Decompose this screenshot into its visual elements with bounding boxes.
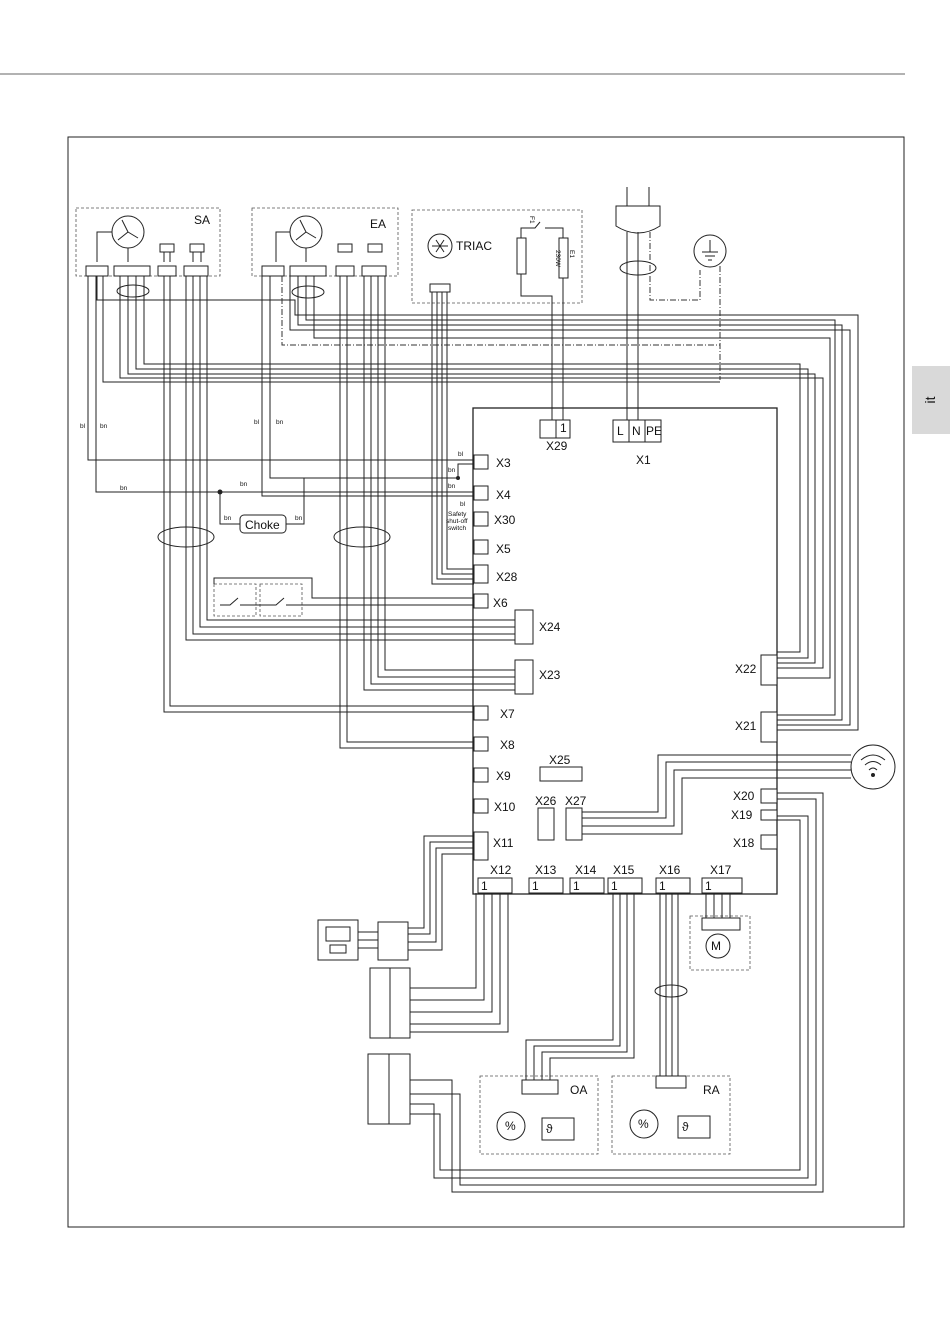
wire-bl-3: bl [458,451,464,458]
x1-l: L [617,424,624,438]
ra-sensor: % ϑ RA [612,893,730,1154]
f1-label: F1 [528,216,535,224]
e1-label: E1 [568,250,575,258]
x25-label: X25 [549,753,571,767]
x12-terminal-block [370,893,508,1038]
wire-bn-6: bn [295,515,303,522]
x12-label: X12 [490,863,512,877]
x30-label: X30 [494,513,516,527]
mains-plug [616,187,726,420]
x19-label: X19 [731,808,753,822]
safety-line-2: shut-off [446,518,468,525]
x1-label: X1 [636,453,651,467]
control-panel [318,836,474,960]
x4-label: X4 [496,488,511,502]
wire-bn-8: bn [448,483,456,490]
ra-temp-symbol: ϑ [682,1120,689,1134]
wire-bl-1: bl [80,423,86,430]
wifi-icon [851,745,895,789]
x9-label: X9 [496,769,511,783]
wire-bn-2: bn [276,419,284,426]
triac-x28-wiring [432,292,474,584]
x13-label: X13 [535,863,557,877]
wire-bn-3: bn [120,485,128,492]
ra-humidity-symbol: % [638,1117,649,1131]
x1-pe: PE [646,424,662,438]
x8-label: X8 [500,738,515,752]
x5-label: X5 [496,542,511,556]
x13-pin: 1 [532,879,539,893]
wire-bn-7: bn [448,467,456,474]
x3-label: X3 [496,456,511,470]
x16-pin: 1 [659,879,666,893]
safety-line-1: Safety [448,511,467,518]
x17-pin: 1 [705,879,712,893]
ea-label: EA [370,217,386,231]
lower-terminal-block [368,1054,410,1124]
choke-label: Choke [245,518,280,532]
x26-label: X26 [535,794,557,808]
sa-label: SA [194,213,210,227]
safety-line-3: switch [448,525,466,532]
x15-label: X15 [613,863,635,877]
x28-label: X28 [496,570,518,584]
oa-temp-symbol: ϑ [546,1122,553,1136]
sa-fan-unit: SA [76,208,220,297]
x7-label: X7 [500,707,515,721]
language-tab-label: it [922,396,938,403]
motor-label: M [711,939,721,953]
wire-bl-2: bl [254,419,260,426]
x16-label: X16 [659,863,681,877]
wire-bn-1: bn [100,423,108,430]
wire-bn-5: bn [224,515,232,522]
triac-label: TRIAC [456,239,492,253]
x6-label: X6 [493,596,508,610]
x20-label: X20 [733,789,755,803]
x1-n: N [632,424,641,438]
x22-label: X22 [735,662,757,676]
x18-label: X18 [733,836,755,850]
x27-label: X27 [565,794,587,808]
x23-label: X23 [539,668,561,682]
x15-pin: 1 [611,879,618,893]
wire-bl-4: bl [460,501,466,508]
damper-motor: M [690,893,750,970]
x12-pin: 1 [481,879,488,893]
x24-label: X24 [539,620,561,634]
ea-fan-unit: EA [252,208,398,298]
wire-bn-4: bn [240,481,248,488]
x29-pin: 1 [560,421,567,435]
x17-label: X17 [710,863,732,877]
x10-label: X10 [494,800,516,814]
oa-sensor: % ϑ OA [480,893,634,1154]
x29-label: X29 [546,439,568,453]
e1-power-label: 230W [554,250,561,268]
x14-label: X14 [575,863,597,877]
oa-label: OA [570,1083,587,1097]
x11-label: X11 [493,836,514,850]
x21-label: X21 [735,719,757,733]
language-tab: it [912,366,950,434]
ra-label: RA [703,1083,720,1097]
x14-pin: 1 [573,879,580,893]
oa-humidity-symbol: % [505,1119,516,1133]
